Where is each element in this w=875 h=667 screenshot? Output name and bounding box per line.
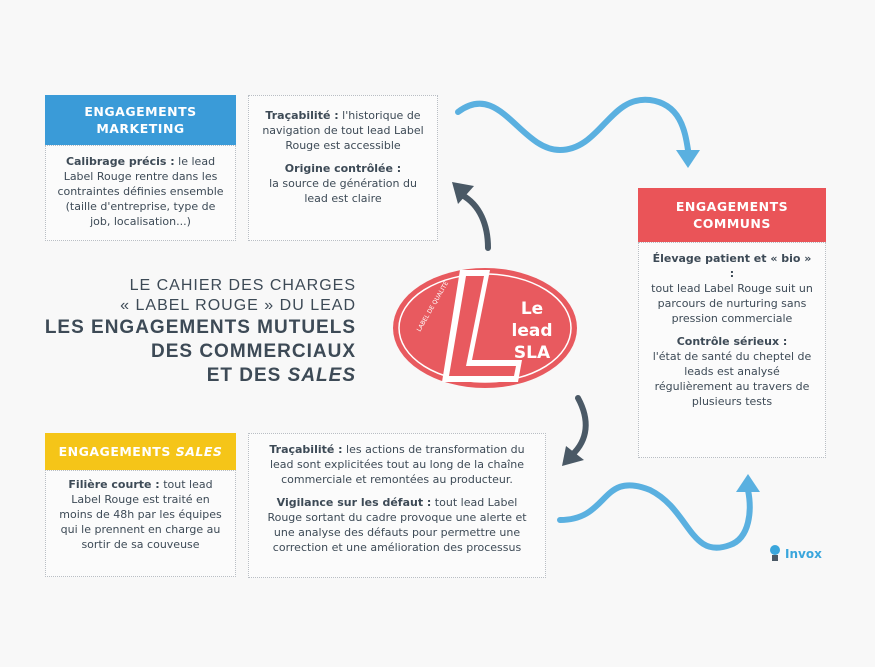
sales-header-italic: SALES [175, 444, 223, 459]
marketing-header: ENGAGEMENTS MARKETING [45, 95, 236, 145]
filiere-text: tout lead Label Rouge est traité en moin… [59, 478, 222, 551]
vig-text: tout lead Label Rouge sortant du cadre p… [267, 496, 527, 554]
origin-text: la source de génération du lead est clai… [269, 177, 417, 205]
marketing-lead-text: le lead Label Rouge rentre dans les cont… [57, 155, 224, 228]
trace-bold: Traçabilité : [265, 109, 339, 122]
center-title-line4: DES COMMERCIAUX [150, 341, 356, 362]
sales-header: ENGAGEMENTS SALES [45, 433, 236, 470]
top-wavy-arrow [455, 96, 691, 154]
vig-bold: Vigilance sur les défaut : [276, 496, 432, 509]
marketing-lead-bold: Calibrage précis : [65, 155, 175, 168]
logo-line1: Le [521, 299, 543, 319]
marketing-box: Calibrage précis : le lead Label Rouge r… [45, 145, 236, 241]
brand-name: Invox [785, 547, 822, 561]
center-title-line5-prefix: ET DES [206, 365, 288, 386]
sales-box: Filière courte : tout lead Label Rouge e… [45, 470, 236, 577]
commun-header-text: ENGAGEMENTS COMMUNS [675, 199, 789, 231]
center-title: LE CAHIER DES CHARGES « LABEL ROUGE » DU… [40, 276, 356, 388]
gray-arrow-up-head [452, 182, 474, 204]
ctrl-bold: Contrôle sérieux : [676, 335, 788, 348]
light-bulb-icon [770, 545, 780, 561]
commun-header: ENGAGEMENTS COMMUNS [638, 188, 826, 242]
ctrl-text: l'état de santé du cheptel de leads est … [652, 350, 812, 408]
logo-line3: SLA [514, 343, 551, 363]
center-title-line2: « LABEL ROUGE » DU LEAD [120, 297, 356, 314]
bottom-wavy-arrowhead [736, 474, 760, 492]
bottom-wavy-arrow [557, 482, 753, 551]
top-wavy-arrowhead [676, 150, 700, 168]
logo-line2: lead [512, 321, 553, 341]
marketing-header-text: ENGAGEMENTS MARKETING [84, 104, 197, 136]
center-title-line1: LE CAHIER DES CHARGES [129, 277, 356, 294]
sales-header-prefix: ENGAGEMENTS [58, 444, 176, 459]
sales-trace-bold: Traçabilité : [269, 443, 343, 456]
invox-brand: Invox [769, 544, 822, 564]
lead-sla-logo: LABEL DE QUALITÉ Le lead SLA [393, 268, 577, 388]
center-title-line3: LES ENGAGEMENTS MUTUELS [44, 317, 356, 338]
center-title-line5: ET DES SALES [40, 364, 356, 388]
traceability-box: Traçabilité : l'historique de navigation… [248, 95, 438, 241]
elev-text: tout lead Label Rouge suit un parcours d… [651, 282, 813, 325]
gray-arrow-down [569, 395, 589, 458]
filiere-bold: Filière courte : [68, 478, 160, 491]
sales-traceability-box: Traçabilité : les actions de transformat… [248, 433, 546, 578]
commun-box: Élevage patient et « bio » :tout lead La… [638, 242, 826, 458]
gray-arrow-up [459, 192, 491, 251]
sales-trace-text: les actions de transformation du lead so… [269, 443, 525, 486]
gray-arrow-down-head [562, 446, 584, 466]
origin-bold: Origine contrôlée : [284, 162, 402, 175]
trace-text: l'historique de navigation de tout lead … [262, 109, 424, 152]
elev-bold: Élevage patient et « bio » : [652, 252, 812, 280]
center-title-line5-italic: SALES [287, 365, 356, 386]
